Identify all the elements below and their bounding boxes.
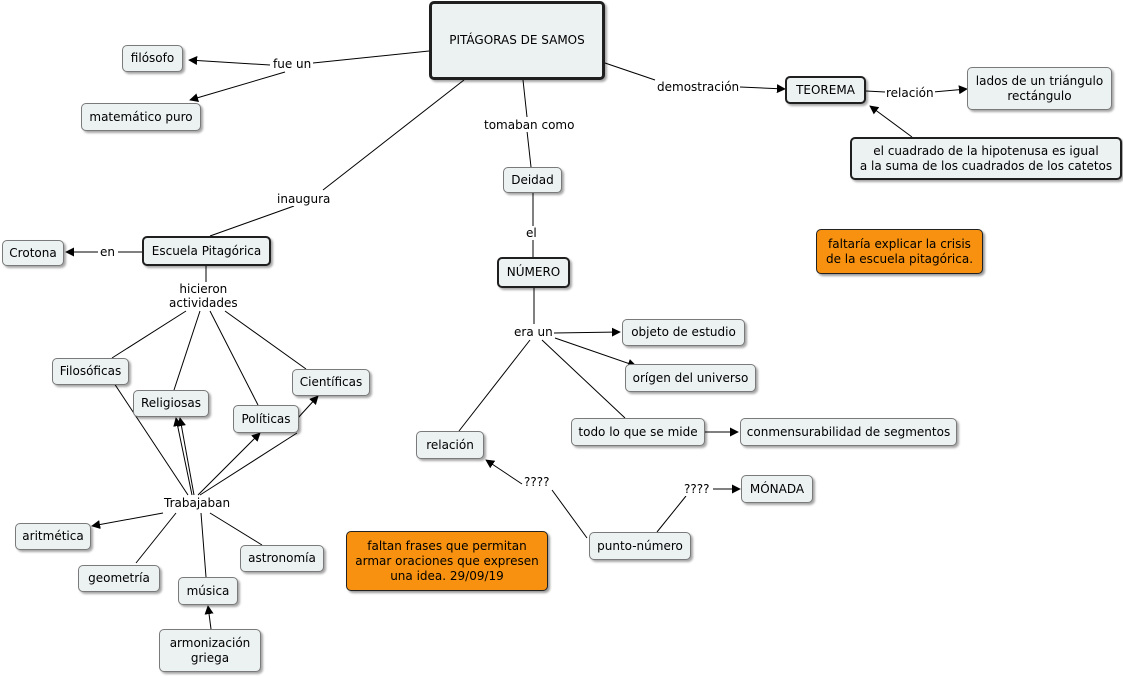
connector-line-20: [224, 310, 307, 370]
connector-line-33: [177, 417, 195, 496]
link-relacion-teorema: relación: [885, 86, 935, 100]
node-cientificas[interactable]: Científicas: [292, 369, 370, 396]
connector-line-36: [296, 395, 319, 420]
node-astronomia[interactable]: astronomía: [240, 545, 324, 572]
connector-line-17: [111, 310, 187, 359]
node-objeto-estudio[interactable]: objeto de estudio: [622, 319, 745, 346]
link-hicieron-actividades: hicieron actividades: [168, 282, 239, 310]
connector-line-25: [458, 339, 531, 432]
connector-line-37: [91, 512, 164, 529]
connector-line-22: [553, 327, 621, 337]
connector-line-8: [522, 79, 528, 118]
node-relacion[interactable]: relación: [416, 431, 484, 459]
node-religiosas[interactable]: Religiosas: [133, 390, 209, 417]
connector-line-41: [204, 605, 214, 630]
connector-line-7: [869, 105, 913, 138]
link-tomaban-como: tomaban como: [483, 118, 576, 132]
connector-line-34: [197, 432, 261, 496]
node-cuadrado-hipotenusa[interactable]: el cuadrado de la hipotenusa es igual a …: [850, 137, 1122, 180]
connector-line-29: [656, 495, 687, 533]
connector-line-18: [173, 310, 201, 391]
node-monada[interactable]: MÓNADA: [741, 475, 813, 503]
connector-line-1: [188, 56, 271, 66]
node-geometria[interactable]: geometría: [78, 565, 160, 592]
note-frases[interactable]: faltan frases que permitan armar oracion…: [346, 531, 548, 591]
connector-line-9: [526, 130, 532, 168]
connector-line-23: [554, 337, 637, 368]
link-fue-un: fue un: [272, 57, 313, 71]
node-escuela-pitagorica[interactable]: Escuela Pitagórica: [142, 236, 271, 266]
connector-line-39: [209, 512, 263, 546]
link-trabajaban: Trabajaban: [163, 496, 232, 510]
connector-line-27: [551, 489, 588, 539]
node-punto-numero[interactable]: punto-número: [589, 532, 691, 560]
node-teorema[interactable]: TEOREMA: [785, 76, 866, 104]
connector-line-6: [932, 85, 968, 95]
node-politicas[interactable]: Políticas: [233, 405, 299, 433]
connector-line-28: [485, 459, 523, 485]
link-el: el: [525, 226, 538, 240]
node-musica[interactable]: música: [178, 577, 238, 605]
node-aritmetica[interactable]: aritmética: [15, 523, 91, 550]
node-origen-universo[interactable]: orígen del universo: [625, 364, 756, 392]
connector-line-19: [209, 310, 259, 406]
connector-line-24: [541, 339, 626, 419]
connector-line-3: [604, 62, 656, 81]
node-lados-triangulo[interactable]: lados de un triángulo rectángulo: [967, 67, 1112, 110]
link-inaugura: inaugura: [276, 192, 332, 206]
node-conmensurabilidad[interactable]: conmensurabilidad de segmentos: [740, 418, 957, 446]
note-crisis[interactable]: faltaría explicar la crisis de la escuel…: [816, 229, 983, 274]
connector-line-35: [199, 432, 298, 496]
node-deidad[interactable]: Deidad: [503, 167, 562, 193]
link-question-2: ????: [683, 482, 711, 496]
connector-line-11: [209, 205, 295, 237]
connector-line-5: [865, 90, 886, 93]
node-filosoficas[interactable]: Filosóficas: [52, 358, 129, 385]
link-en: en: [99, 245, 116, 259]
connector-line-32: [173, 417, 193, 496]
connector-line-10: [322, 79, 465, 191]
node-filosofo[interactable]: filósofo: [122, 45, 183, 72]
link-question-1: ????: [523, 475, 551, 489]
connector-line-4: [739, 84, 786, 94]
connector-line-31: [105, 370, 189, 496]
node-numero[interactable]: NÚMERO: [497, 257, 570, 288]
link-era-un: era un: [513, 325, 554, 339]
connector-line-38: [135, 512, 177, 564]
connector-line-0: [312, 50, 430, 64]
link-demostracion: demostración: [656, 80, 741, 94]
node-armonizacion-griega[interactable]: armonización griega: [159, 629, 261, 672]
connector-line-40: [200, 512, 207, 578]
connector-line-2: [189, 71, 286, 103]
node-crotona[interactable]: Crotona: [2, 240, 64, 266]
node-matematico-puro[interactable]: matemático puro: [81, 103, 201, 131]
node-todo-lo-que-se-mide[interactable]: todo lo que se mide: [571, 418, 705, 446]
node-pitagoras[interactable]: PITÁGORAS DE SAMOS: [429, 1, 605, 80]
